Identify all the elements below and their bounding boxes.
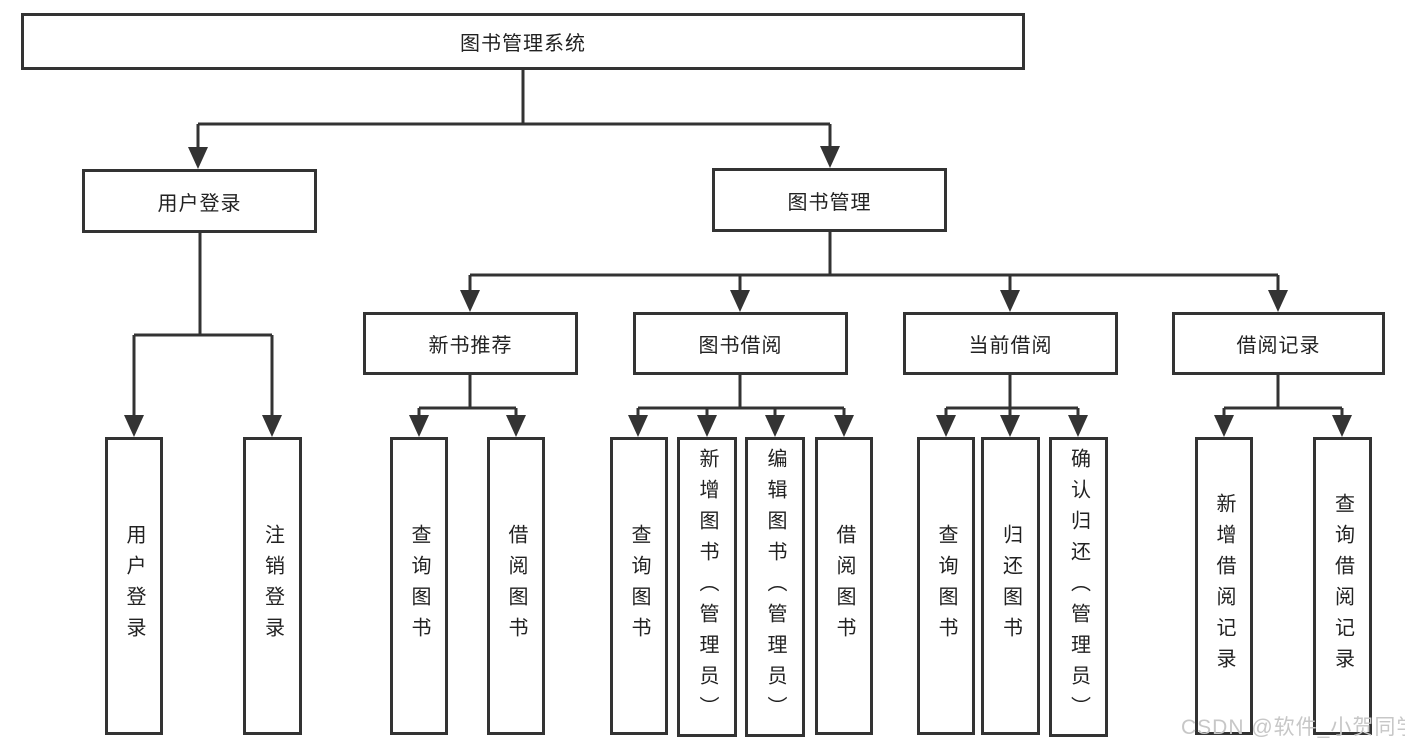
leaf-query-books-recommend: 查询图书	[390, 437, 448, 735]
node-current-borrow: 当前借阅	[903, 312, 1118, 375]
csdn-watermark: CSDN @软件_小贺同学	[1181, 716, 1405, 739]
node-new-book-recommend: 新书推荐	[363, 312, 578, 375]
node-user-login: 用户登录	[82, 169, 317, 233]
node-book-management: 图书管理	[712, 168, 947, 232]
leaf-user-login: 用户登录	[105, 437, 163, 735]
leaf-edit-books-admin: 编辑图书（管理员）	[745, 437, 805, 737]
leaf-confirm-return-admin: 确认归还（管理员）	[1049, 437, 1108, 737]
leaf-add-borrow-record: 新增借阅记录	[1195, 437, 1253, 735]
node-book-borrow: 图书借阅	[633, 312, 848, 375]
leaf-add-books-admin: 新增图书（管理员）	[677, 437, 737, 737]
leaf-logout: 注销登录	[243, 437, 302, 735]
node-library-management-system: 图书管理系统	[21, 13, 1025, 70]
leaf-borrow-books: 借阅图书	[815, 437, 873, 735]
leaf-query-books-borrow: 查询图书	[610, 437, 668, 735]
leaf-query-borrow-record: 查询借阅记录	[1313, 437, 1372, 735]
leaf-return-books: 归还图书	[981, 437, 1040, 735]
node-borrow-record: 借阅记录	[1172, 312, 1385, 375]
leaf-borrow-books-recommend: 借阅图书	[487, 437, 545, 735]
leaf-query-books-current: 查询图书	[917, 437, 975, 735]
